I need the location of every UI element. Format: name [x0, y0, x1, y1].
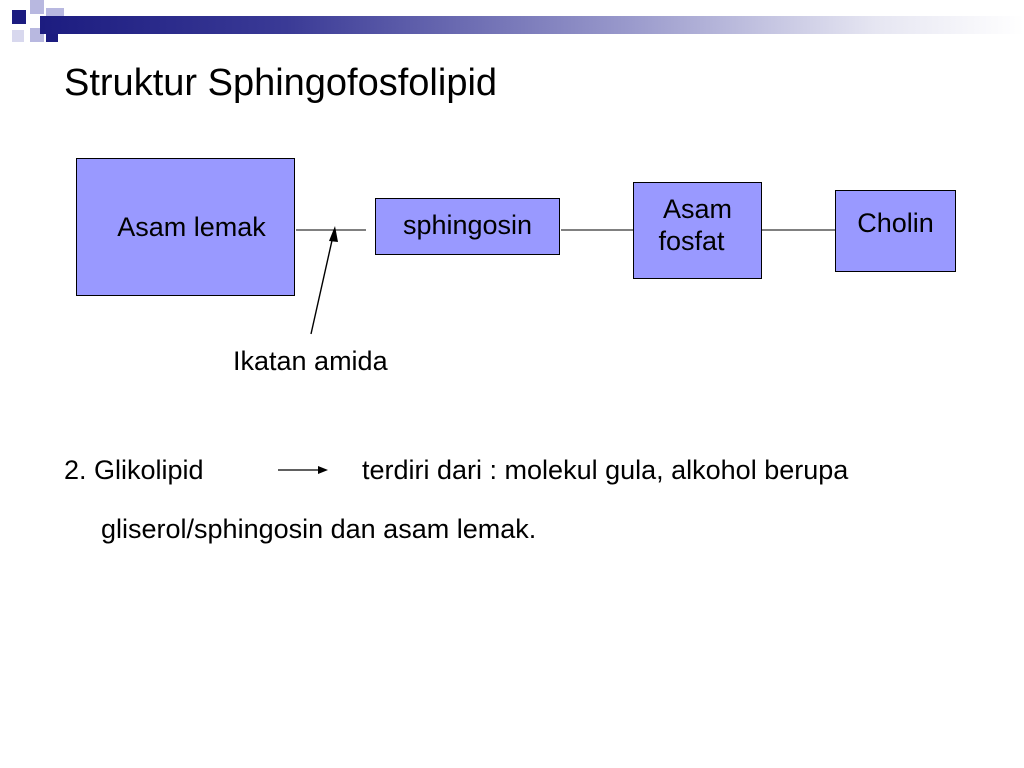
glikolipid-item-lead: 2. Glikolipid: [64, 455, 204, 485]
decor-square-2: [30, 0, 44, 14]
annotation-ikatan-amida: Ikatan amida: [233, 346, 388, 376]
node-sphingosin-label: sphingosin: [402, 210, 533, 240]
node-asam-fosfat-label-line1: Asam: [662, 194, 733, 224]
node-cholin-label: Cholin: [857, 208, 934, 238]
annotation-pointer-line: [310, 235, 334, 335]
decor-square-5: [12, 30, 24, 42]
node-cholin: Cholin: [835, 190, 956, 272]
annotation-pointer-head: [329, 226, 338, 242]
node-asam-fosfat: Asam fosfat: [633, 182, 762, 279]
title-accent-bar: [40, 16, 1024, 34]
node-sphingosin: sphingosin: [375, 198, 560, 255]
glikolipid-item-rest: terdiri dari : molekul gula, alkohol ber…: [362, 455, 849, 485]
node-asam-fosfat-label-line2: fosfat: [658, 226, 725, 257]
node-asam-lemak-label: Asam lemak: [117, 211, 266, 242]
node-asam-lemak: Asam lemak: [76, 158, 295, 296]
decor-square-1: [12, 10, 26, 24]
glikolipid-item-line2: gliserol/sphingosin dan asam lemak.: [101, 514, 537, 544]
glikolipid-arrow-head: [318, 466, 328, 474]
slide-title: Struktur Sphingofosfolipid: [64, 62, 498, 104]
